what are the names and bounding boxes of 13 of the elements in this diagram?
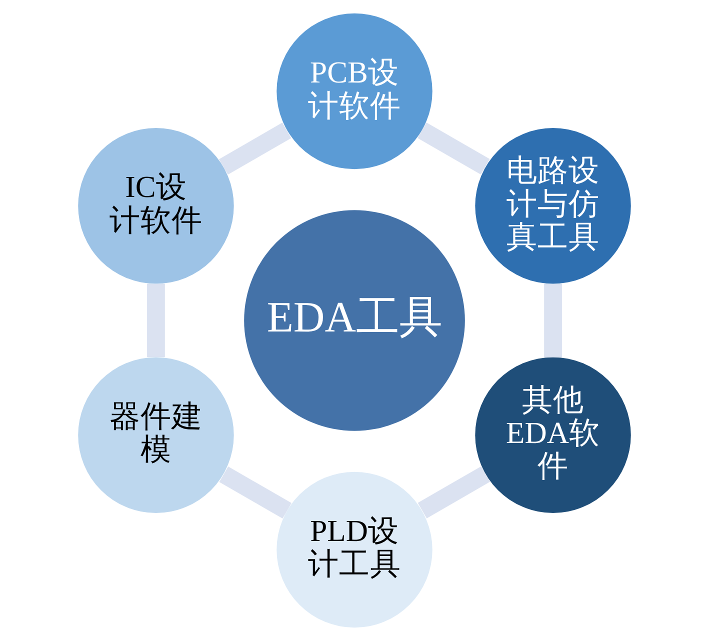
node-circle: 器件建模 <box>78 357 234 513</box>
node-circle: 电路设计与仿真工具 <box>474 128 630 284</box>
node-circle: EDA工具 <box>244 210 464 431</box>
node-circle: PLD设计工具 <box>276 472 432 628</box>
connector <box>218 466 291 519</box>
connector <box>544 284 562 358</box>
node-circle: IC设计软件 <box>78 128 234 284</box>
node-circle: PCB设计软件 <box>276 13 432 170</box>
connector <box>146 284 164 358</box>
connector <box>417 466 490 518</box>
connector <box>417 122 490 174</box>
connector <box>218 122 291 175</box>
node-circle: 其他EDA软件 <box>474 357 630 513</box>
